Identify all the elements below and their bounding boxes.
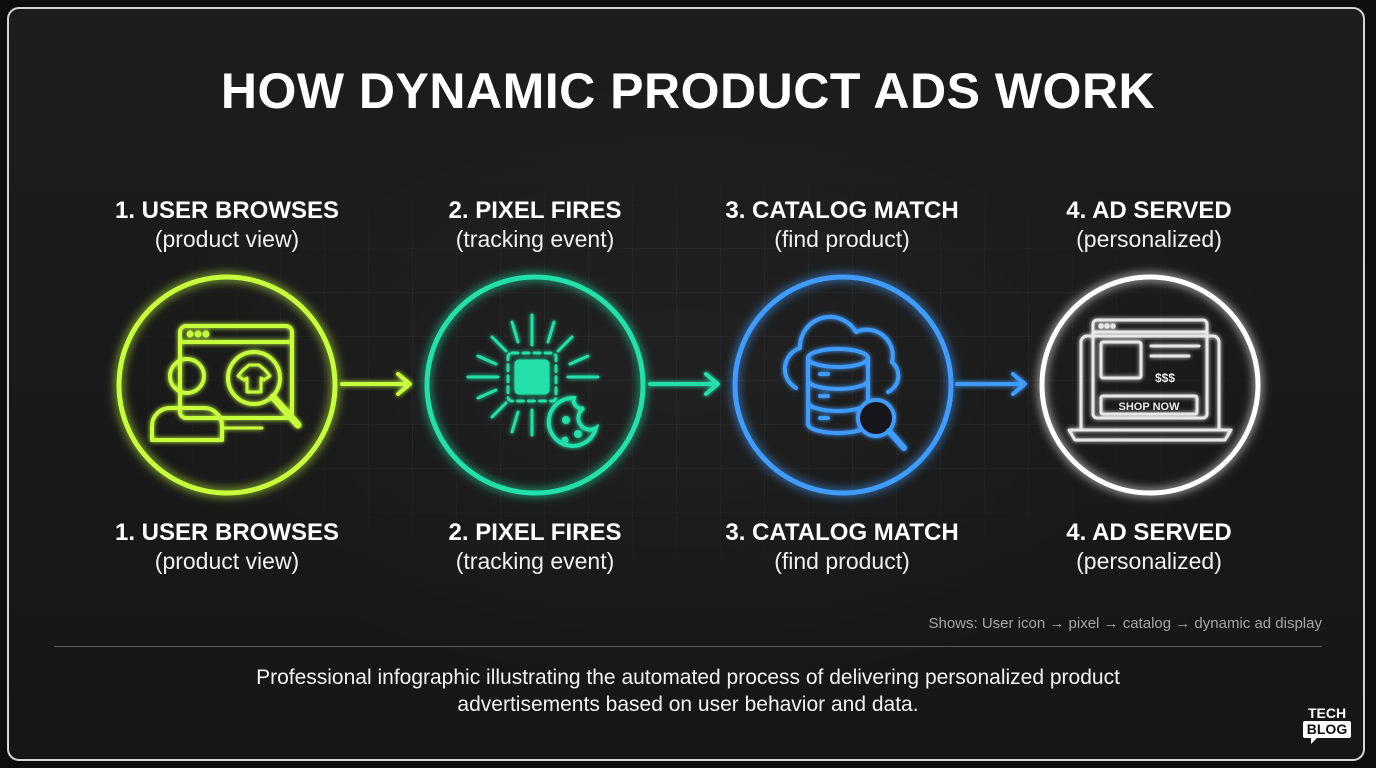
- step-3-name: 3. CATALOG MATCH: [725, 519, 959, 546]
- shop-now-button: SHOP NOW: [1119, 401, 1181, 413]
- step-1-bottom-label: 1. USER BROWSES (product view): [67, 518, 387, 576]
- user-browsing-icon: [116, 274, 338, 496]
- step-3-bottom-label: 3. CATALOG MATCH (find product): [682, 518, 1002, 576]
- step-4-name: 4. AD SERVED: [1066, 197, 1232, 224]
- step-2-top-label: 2. PIXEL FIRES (tracking event): [375, 196, 695, 254]
- step-2-bottom-label: 2. PIXEL FIRES (tracking event): [375, 518, 695, 576]
- pixel-cookie-icon: [424, 274, 646, 496]
- cloud-database-search-icon: [732, 274, 954, 496]
- step-2-sub: (tracking event): [455, 226, 615, 252]
- step-3-name: 3. CATALOG MATCH: [725, 197, 959, 224]
- arrow-right-icon: [648, 372, 720, 396]
- laptop-ad-icon: $$$ SHOP NOW: [1039, 274, 1261, 496]
- logo-line-1: TECH: [1307, 705, 1347, 721]
- step-2-name: 2. PIXEL FIRES: [448, 519, 622, 546]
- step-1-sub: (product view): [154, 548, 300, 574]
- background-grid: [60, 160, 1320, 580]
- step-4-name: 4. AD SERVED: [1066, 519, 1232, 546]
- description: Professional infographic illustrating th…: [256, 666, 1120, 716]
- step-3-top-label: 3. CATALOG MATCH (find product): [682, 196, 1002, 254]
- step-4-sub: (personalized): [1076, 226, 1222, 252]
- step-3-sub: (find product): [774, 548, 910, 574]
- page-title: HOW DYNAMIC PRODUCT ADS WORK: [220, 63, 1156, 119]
- step-3-sub: (find product): [774, 226, 910, 252]
- logo-line-2: BLOG: [1302, 721, 1352, 744]
- step-4-top-label: 4. AD SERVED (personalized): [989, 196, 1309, 254]
- step-2-sub: (tracking event): [455, 548, 615, 574]
- step-1-sub: (product view): [154, 226, 300, 252]
- arrow-right-icon: [955, 372, 1027, 396]
- flow-caption: Shows: User icon → pixel → catalog → dyn…: [928, 615, 1322, 632]
- divider: [54, 646, 1322, 647]
- step-1-name: 1. USER BROWSES: [114, 519, 340, 546]
- ad-price: $$$: [1155, 371, 1175, 385]
- step-1-top-label: 1. USER BROWSES (product view): [67, 196, 387, 254]
- step-4-sub: (personalized): [1076, 548, 1222, 574]
- step-2-name: 2. PIXEL FIRES: [448, 197, 622, 224]
- arrow-right-icon: [340, 372, 412, 396]
- tech-blog-logo: TECH BLOG: [1302, 705, 1352, 744]
- step-4-bottom-label: 4. AD SERVED (personalized): [989, 518, 1309, 576]
- step-1-name: 1. USER BROWSES: [114, 197, 340, 224]
